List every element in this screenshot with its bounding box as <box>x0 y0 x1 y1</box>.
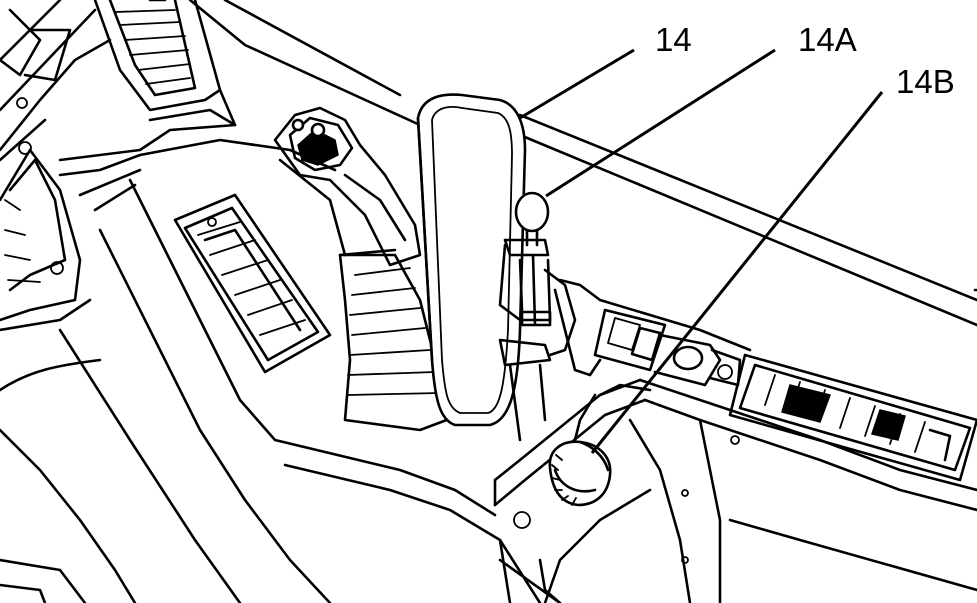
joystick <box>273 106 422 267</box>
leader-lines <box>519 48 884 454</box>
console-vent-right <box>728 353 977 482</box>
callout-14b: 14B <box>896 63 955 100</box>
dashboard-edge <box>58 0 977 327</box>
lever-14a <box>498 191 577 442</box>
leader-line-14a <box>545 48 776 198</box>
right-console-panel <box>493 278 977 512</box>
lower-right-body <box>498 418 977 603</box>
switch-panel <box>593 308 742 387</box>
top-vent <box>93 0 222 112</box>
knob-14b <box>548 440 612 507</box>
callout-14a: 14A <box>798 21 857 58</box>
leader-line-14b <box>590 91 884 454</box>
leader-line-14 <box>519 48 635 120</box>
console-left-body <box>0 178 542 603</box>
armrest-pad <box>416 93 527 427</box>
console-vent-left <box>173 193 332 374</box>
callout-14: 14 <box>655 21 692 58</box>
left-pillar-panel <box>0 0 112 392</box>
joystick-boot <box>278 158 462 432</box>
